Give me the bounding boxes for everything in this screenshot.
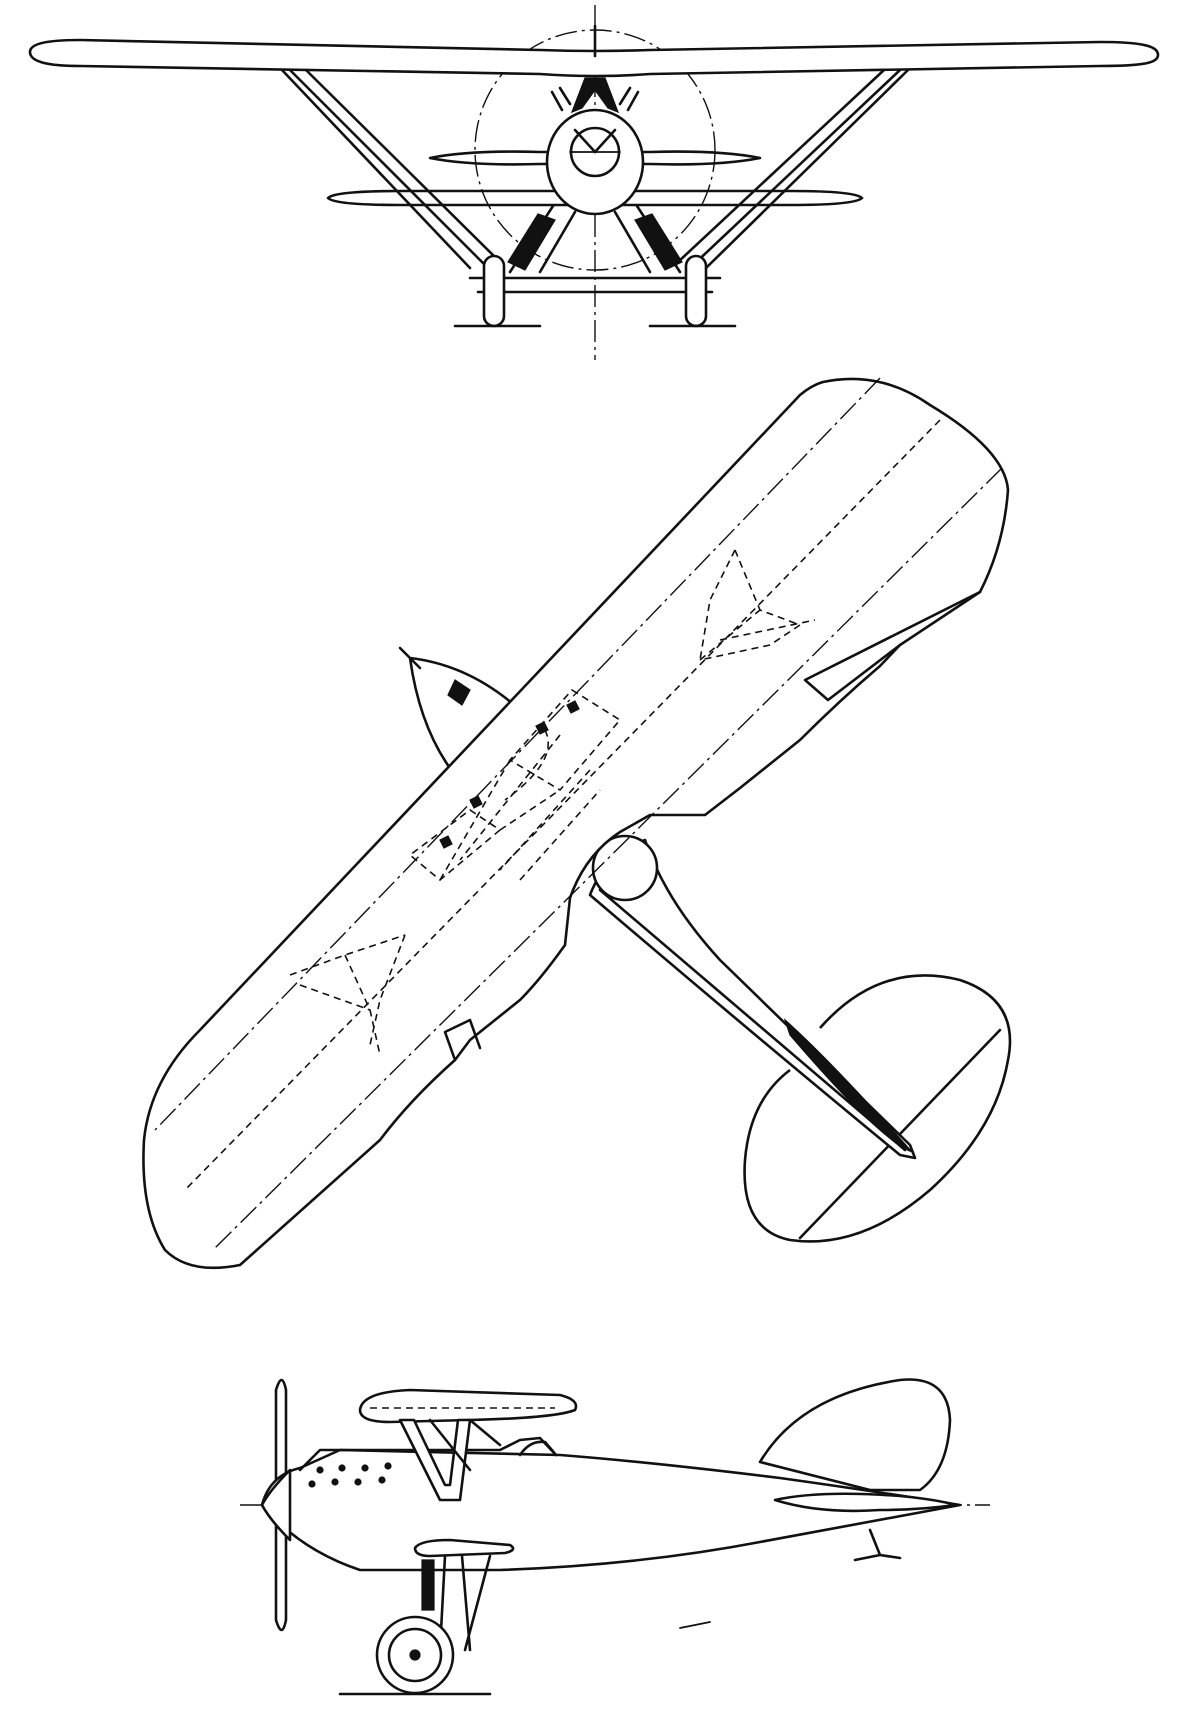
front-exhaust-stacks <box>550 86 640 112</box>
plan-prop-blade <box>447 679 471 706</box>
side-exhaust-dots <box>308 1462 392 1488</box>
plan-fuselage-side <box>598 888 907 1152</box>
side-wing <box>358 1388 578 1424</box>
plan-cabane-links <box>439 734 601 881</box>
plan-wing <box>142 377 1010 1270</box>
side-fin <box>758 1378 952 1492</box>
front-strut-left <box>288 68 502 270</box>
front-tailplane <box>428 150 762 166</box>
plan-cabane-fittings <box>439 700 580 849</box>
plan-tail-fin-dark <box>783 1018 913 1153</box>
front-view <box>28 5 1160 360</box>
front-lower-stub <box>326 189 864 207</box>
side-tail-skid <box>853 1528 902 1562</box>
front-wheel-left <box>482 254 506 328</box>
plan-view <box>142 377 1012 1270</box>
plan-spar-rear <box>214 467 1003 1249</box>
side-ground-stub <box>679 1621 711 1629</box>
side-gear-stub-wing <box>413 1538 515 1558</box>
plan-aileron-left <box>443 1018 482 1062</box>
plan-aileron-right <box>803 590 982 702</box>
side-wheel-axle <box>409 1649 421 1661</box>
front-gear-crossbeam <box>468 276 722 294</box>
side-tailplane <box>773 1492 957 1513</box>
side-cabane-rear <box>428 1418 502 1472</box>
front-prop-blade-r <box>593 128 617 154</box>
side-wheel-hub <box>387 1627 443 1683</box>
plan-strut-left <box>289 934 406 1056</box>
plan-cockpit <box>591 834 659 902</box>
front-wheel-right <box>684 254 708 328</box>
plan-prop-tip <box>398 646 422 670</box>
front-strut-left-outer <box>280 68 472 270</box>
front-shock-right <box>634 213 683 271</box>
front-prop-blade-l <box>573 128 597 154</box>
front-upper-wing <box>28 38 1160 78</box>
side-shock-cord <box>421 1559 435 1611</box>
front-strut-right-outer <box>704 68 910 270</box>
front-shock-left <box>507 213 556 271</box>
front-cowling <box>545 108 645 216</box>
side-cabane-struts <box>398 1418 472 1502</box>
front-strut-right <box>676 68 902 270</box>
side-view <box>240 1378 990 1696</box>
plan-tailplane <box>743 974 1012 1243</box>
plan-strut-right <box>699 549 816 661</box>
side-headrest <box>518 1440 558 1457</box>
side-spinner <box>260 1468 292 1542</box>
front-cabane <box>570 77 620 114</box>
